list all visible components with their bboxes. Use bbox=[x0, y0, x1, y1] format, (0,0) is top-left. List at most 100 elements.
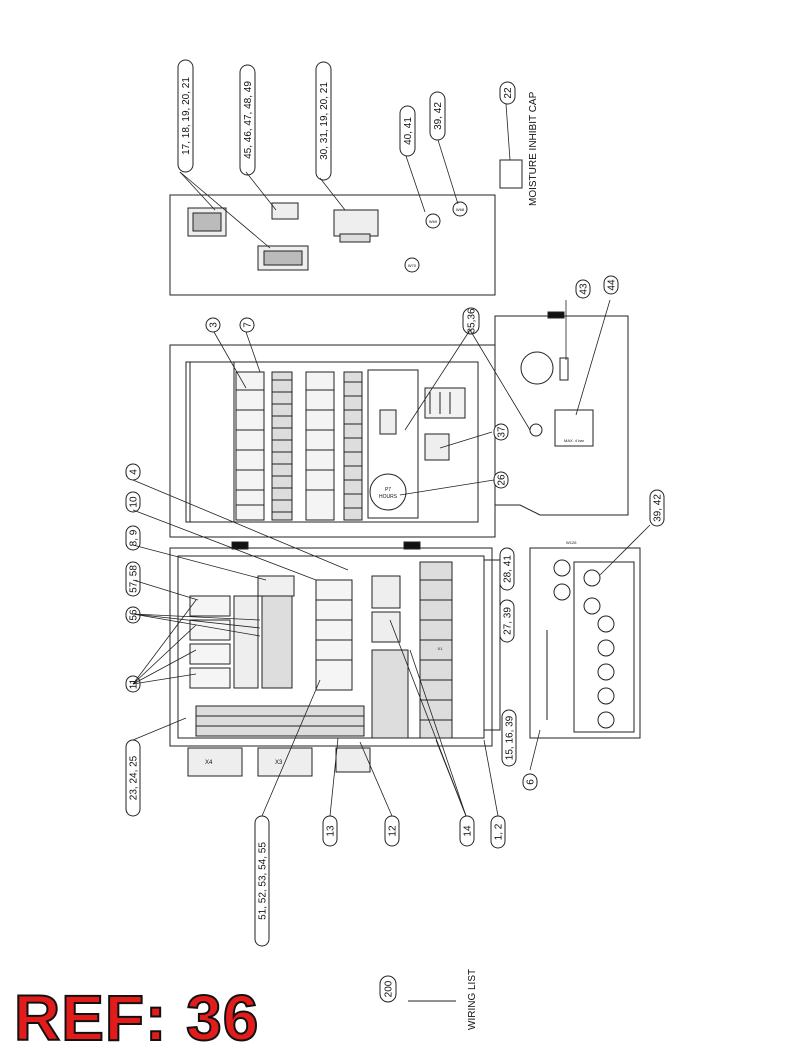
callout-2: 45, 46, 47, 48, 49 bbox=[239, 64, 256, 176]
callout-bubble bbox=[315, 61, 332, 181]
callout-16: 8, 9 bbox=[125, 525, 141, 551]
callout-14: 4 bbox=[125, 463, 141, 481]
callout-29: 6 bbox=[522, 773, 538, 791]
ref-label: REF: 36 bbox=[13, 982, 260, 1054]
callout-30: 39, 42 bbox=[649, 489, 665, 527]
callout-label: 57, 58 bbox=[129, 565, 140, 593]
callout-label: 39, 42 bbox=[653, 494, 664, 522]
callout-31: 200 bbox=[379, 975, 397, 1003]
connector-x4 bbox=[187, 747, 243, 777]
callout-label: 1, 2 bbox=[494, 823, 505, 840]
callout-23: 12 bbox=[384, 815, 400, 847]
max-label: MAX. 4 bar bbox=[564, 438, 585, 443]
callout-bubble bbox=[459, 815, 475, 847]
callout-label: 200 bbox=[384, 980, 395, 997]
w68-label: W68 bbox=[456, 207, 465, 212]
callout-label: 23, 24, 25 bbox=[129, 755, 140, 800]
callout-label: 39, 42 bbox=[433, 102, 444, 130]
callout-7: 3 bbox=[205, 317, 221, 333]
callout-bubble bbox=[522, 773, 538, 791]
gland-plate bbox=[529, 547, 641, 739]
callout-label: 28, 41 bbox=[503, 555, 514, 583]
callout-22: 13 bbox=[322, 815, 338, 847]
callout-5: 39, 42 bbox=[429, 91, 446, 141]
callout-26: 15, 16, 39 bbox=[501, 709, 517, 767]
callout-label: 40, 41 bbox=[403, 117, 414, 145]
x4-label: X4 bbox=[205, 760, 213, 766]
wiring-note: WIRING LIST bbox=[467, 969, 478, 1030]
callout-15: 10 bbox=[125, 491, 141, 513]
callout-label: 15, 16, 39 bbox=[505, 715, 516, 760]
callout-bubble bbox=[125, 491, 141, 513]
callout-label: 8, 9 bbox=[129, 529, 140, 546]
connector-4 bbox=[333, 209, 379, 237]
callout-bubble bbox=[499, 599, 515, 643]
callout-11: 44 bbox=[603, 275, 619, 295]
callout-label: 14 bbox=[463, 825, 474, 837]
p7-label: P7 bbox=[385, 487, 391, 493]
callout-label: 30, 31, 19, 20, 21 bbox=[319, 82, 330, 160]
callout-24: 14 bbox=[459, 815, 475, 847]
main-cabinet bbox=[169, 547, 493, 747]
w69-label: W69 bbox=[429, 219, 438, 224]
timer-block bbox=[367, 369, 419, 519]
motor-starters bbox=[189, 595, 293, 689]
callout-bubble bbox=[239, 64, 256, 176]
w70-label: W70 bbox=[408, 263, 417, 268]
callout-bubble bbox=[205, 317, 221, 333]
terminal-strip-x1-bottom bbox=[195, 705, 365, 737]
callout-bubble bbox=[499, 547, 515, 591]
callout-21: 51, 52, 53, 54, 55 bbox=[254, 815, 270, 947]
callout-label: 51, 52, 53, 54, 55 bbox=[258, 842, 269, 920]
callout-bubble bbox=[125, 561, 141, 597]
door-panel bbox=[169, 194, 496, 296]
callout-27: 27, 39 bbox=[499, 599, 515, 643]
moisture-note: MOISTURE INHIBIT CAP bbox=[528, 91, 539, 206]
callout-13: 26 bbox=[493, 471, 509, 489]
callout-label: 56 bbox=[129, 609, 140, 621]
hours-label: HOURS bbox=[379, 494, 398, 500]
callout-1: 17, 18, 19, 20, 21 bbox=[177, 59, 194, 173]
callout-label: 3 bbox=[209, 322, 220, 328]
hour-meter bbox=[369, 473, 407, 511]
callout-label: 7 bbox=[243, 322, 254, 328]
connector-3 bbox=[271, 202, 299, 220]
callout-10: 43 bbox=[575, 279, 591, 299]
callout-label: 27, 39 bbox=[503, 607, 514, 635]
relay-bank bbox=[315, 579, 353, 691]
callout-17: 57, 58 bbox=[125, 561, 141, 597]
callout-label: 12 bbox=[388, 825, 399, 837]
x1-label: X1 bbox=[438, 646, 444, 651]
callout-label: 44 bbox=[607, 279, 618, 291]
callout-label: 17, 18, 19, 20, 21 bbox=[181, 77, 192, 155]
terminal-strip-x1 bbox=[419, 561, 453, 739]
gauge-p7 bbox=[520, 351, 554, 385]
callout-label: 4 bbox=[129, 469, 140, 475]
x3-label: X3 bbox=[275, 760, 283, 766]
callout-20: 23, 24, 25 bbox=[125, 739, 141, 817]
leader-lines bbox=[132, 103, 651, 817]
callout-bubble bbox=[399, 105, 416, 157]
callout-bubble bbox=[501, 709, 517, 767]
callout-label: 13 bbox=[326, 825, 337, 837]
callout-bubble bbox=[125, 525, 141, 551]
callout-bubble bbox=[429, 91, 446, 141]
callout-label: 35,36 bbox=[467, 308, 478, 333]
callout-bubble bbox=[499, 81, 516, 105]
gland-w68 bbox=[452, 201, 468, 217]
callout-8: 7 bbox=[239, 317, 255, 333]
callout-9: 35,36 bbox=[462, 307, 480, 335]
callout-3: 30, 31, 19, 20, 21 bbox=[315, 61, 332, 181]
callout-label: 43 bbox=[579, 283, 590, 295]
callout-label: 10 bbox=[129, 496, 140, 508]
callout-bubble bbox=[493, 423, 509, 441]
w126-label: W126 bbox=[566, 540, 577, 545]
callout-4: 40, 41 bbox=[399, 105, 416, 157]
relay-row-upper bbox=[235, 371, 293, 521]
callout-label: 26 bbox=[497, 474, 508, 486]
pressure-gauge-box bbox=[554, 409, 594, 447]
callout-bubble bbox=[239, 317, 255, 333]
moisture-cap bbox=[499, 159, 523, 189]
callout-28: 28, 41 bbox=[499, 547, 515, 591]
